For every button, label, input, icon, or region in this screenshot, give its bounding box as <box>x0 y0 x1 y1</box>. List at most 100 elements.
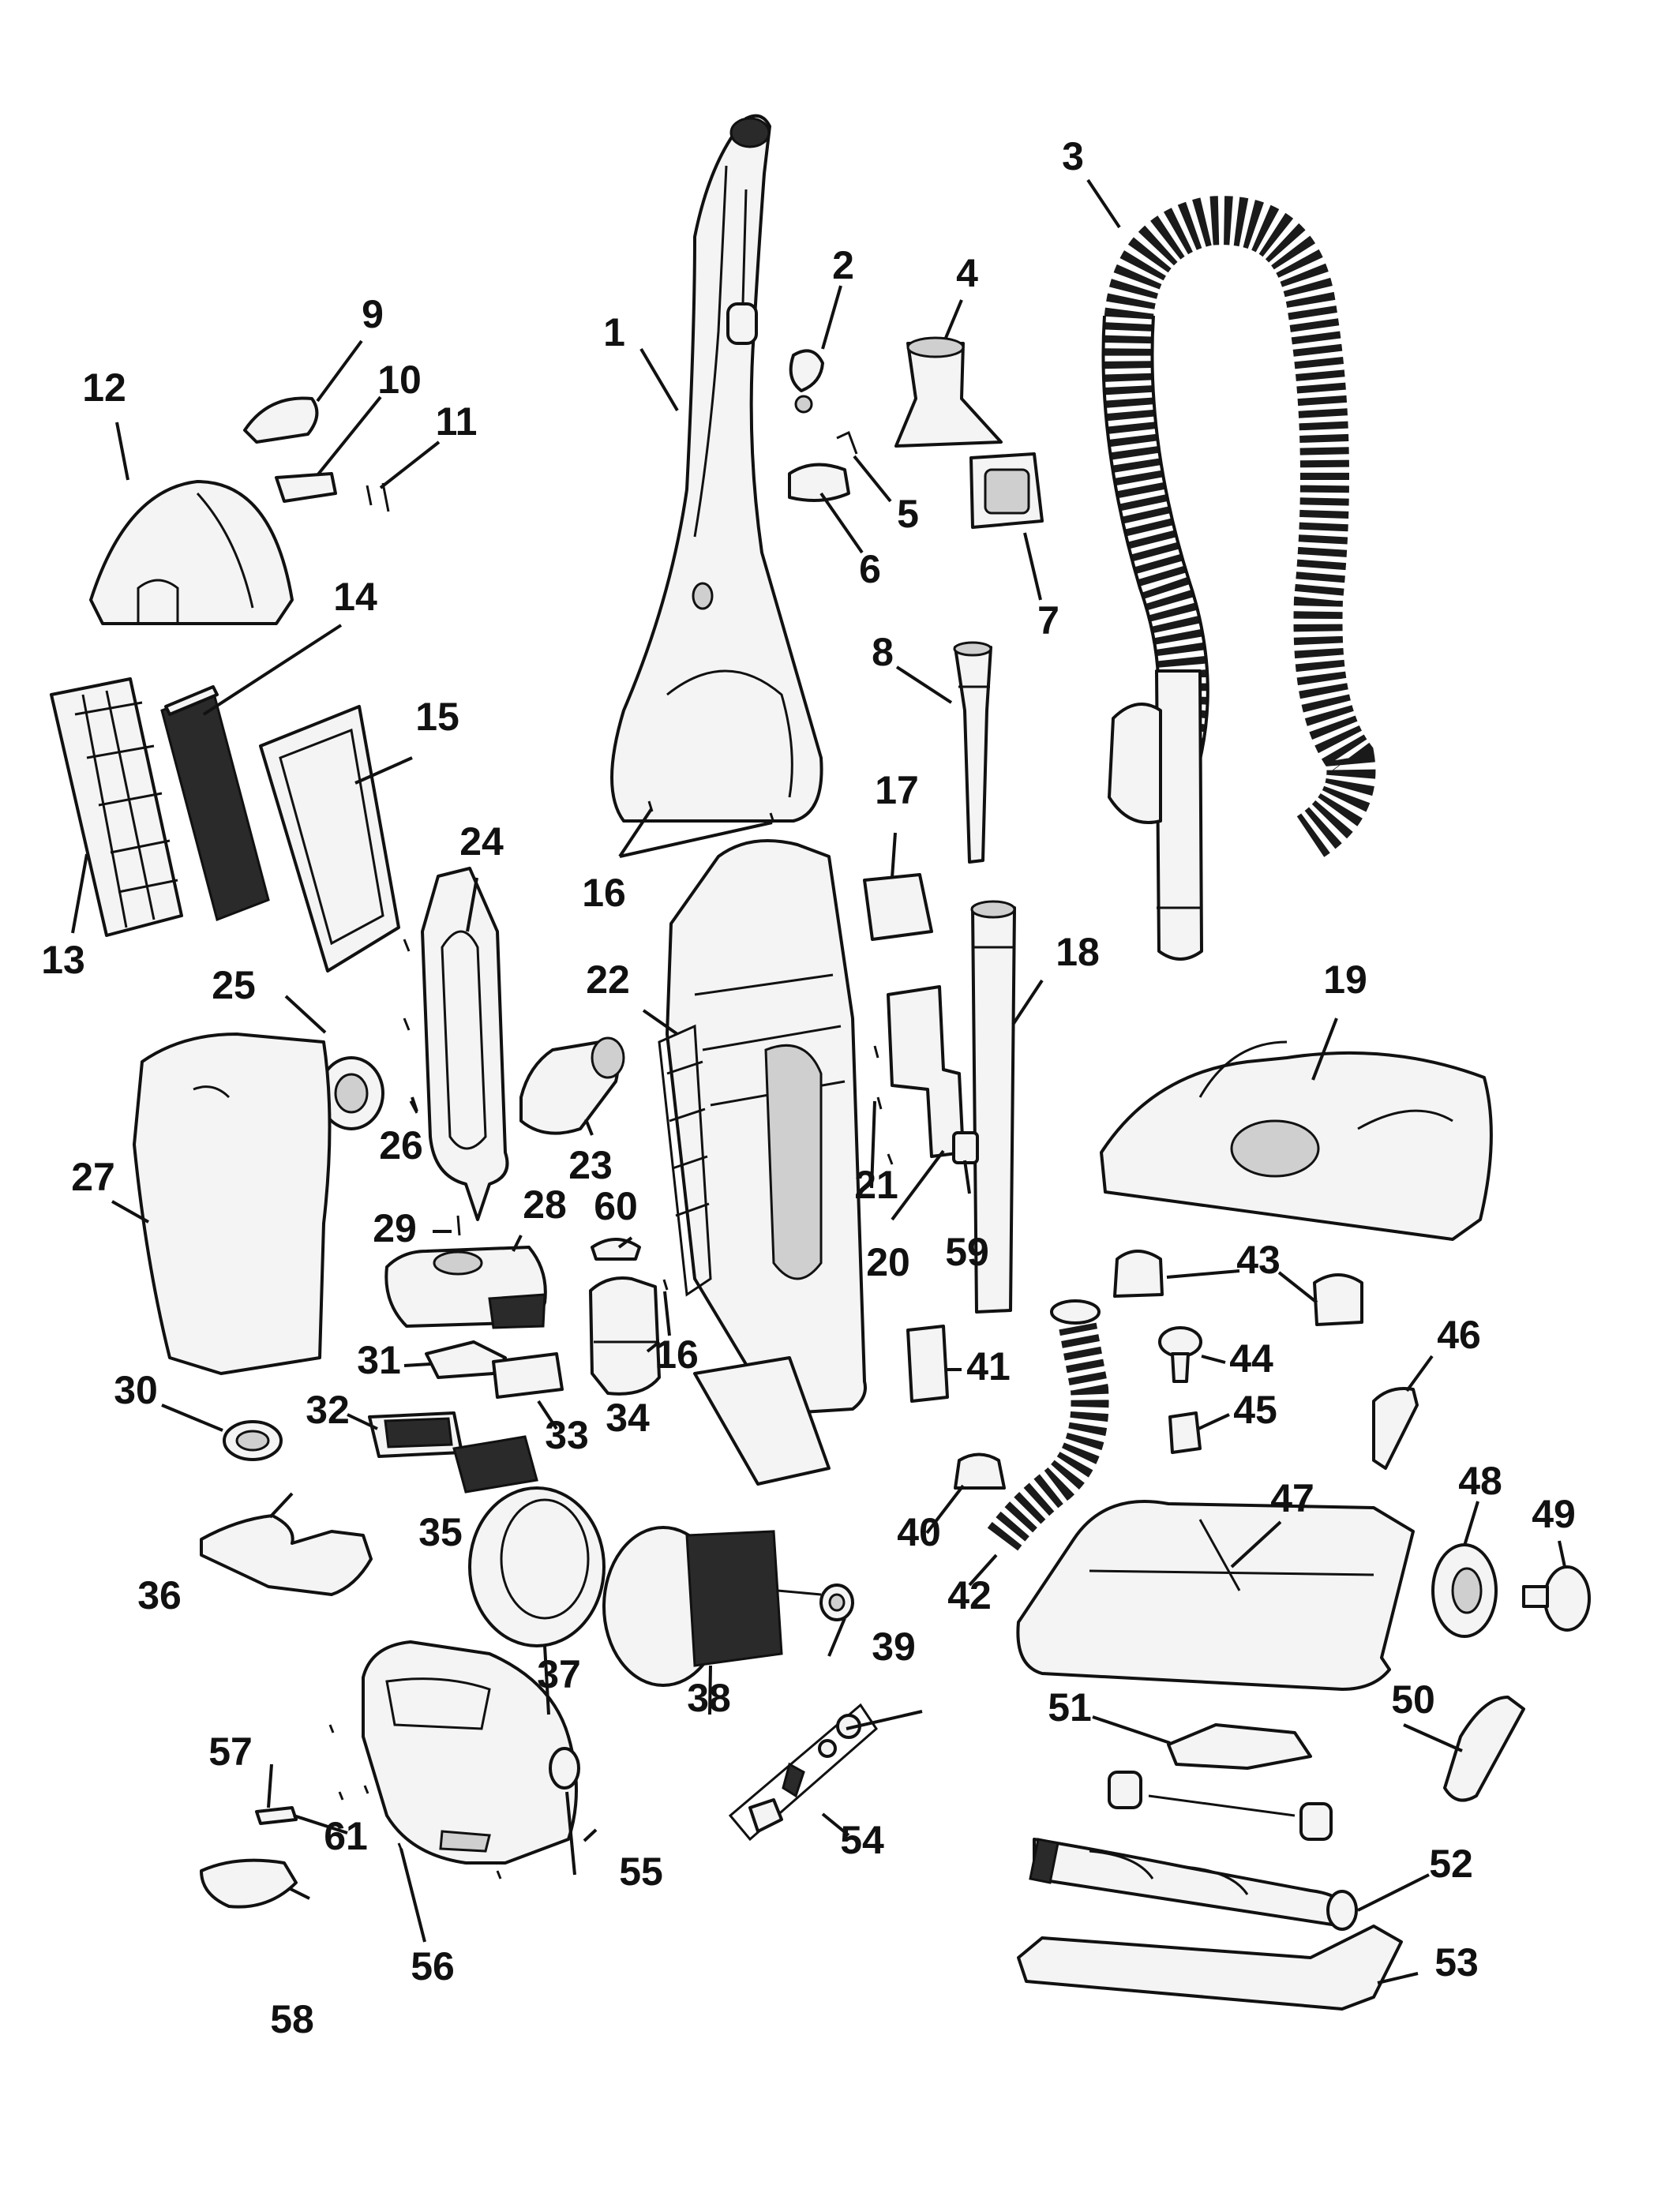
part-35-filter <box>452 1435 538 1494</box>
part-2-latch <box>789 349 824 414</box>
part-28-housing <box>384 1246 547 1329</box>
part-12-filter-cover <box>89 480 294 625</box>
callout-10: 10 <box>377 358 422 402</box>
part-37-motor-ring <box>468 1486 606 1647</box>
part-32-filter-tray <box>368 1411 463 1458</box>
callout-3: 3 <box>1062 134 1084 178</box>
callout-48: 48 <box>1458 1459 1502 1503</box>
callout-9: 9 <box>362 292 384 336</box>
part-57-bulb <box>255 1806 298 1825</box>
callout-20: 20 <box>866 1240 910 1284</box>
callout-25: 25 <box>212 963 256 1007</box>
callout-11: 11 <box>436 399 478 444</box>
callout-34: 34 <box>606 1396 650 1440</box>
callout-22: 22 <box>586 958 630 1002</box>
callout-19: 19 <box>1323 958 1367 1002</box>
part-41-adapter <box>906 1325 949 1403</box>
part-17-bracket <box>863 873 933 941</box>
callout-8: 8 <box>872 630 894 674</box>
callout-56: 56 <box>411 1944 455 1988</box>
callout-36: 36 <box>137 1573 182 1617</box>
callout-37: 37 <box>537 1652 581 1696</box>
part-20-bracket <box>887 985 965 1158</box>
part-7-cap <box>969 452 1044 529</box>
callout-32: 32 <box>306 1388 350 1432</box>
part-45-cam <box>1168 1411 1202 1454</box>
part-58-lens <box>200 1858 298 1909</box>
callout-52: 52 <box>1429 1842 1473 1886</box>
callout-59: 59 <box>945 1230 989 1274</box>
callout-13: 13 <box>41 938 85 982</box>
callout-51: 51 <box>1048 1685 1092 1730</box>
callout-numbers: 1 2 3 4 5 6 7 8 9 10 11 12 13 14 15 16 1… <box>41 134 1576 2041</box>
callout-50: 50 <box>1391 1677 1435 1722</box>
callout-35: 35 <box>418 1510 463 1554</box>
callout-6: 6 <box>859 547 881 591</box>
part-30-ring-seal <box>223 1420 283 1461</box>
part-50-belt <box>1443 1696 1525 1802</box>
part-27-dirt-cup <box>133 1033 332 1375</box>
callout-28: 28 <box>523 1182 567 1227</box>
part-4-adapter <box>894 336 1003 448</box>
callout-55: 55 <box>619 1850 663 1894</box>
callout-47: 47 <box>1270 1476 1314 1520</box>
part-18-wand <box>970 900 1016 1314</box>
part-43-clips <box>1113 1250 1363 1326</box>
part-15-filter <box>259 705 400 973</box>
part-14-hepa-filter <box>160 685 270 922</box>
part-36-plate <box>200 1514 373 1596</box>
callout-26: 26 <box>379 1123 423 1167</box>
callout-24: 24 <box>459 819 504 864</box>
callout-30: 30 <box>114 1368 158 1412</box>
callout-2: 2 <box>832 243 854 287</box>
part-38-motor <box>602 1526 822 1687</box>
callout-4: 4 <box>956 251 978 295</box>
callout-42: 42 <box>947 1573 992 1617</box>
callout-53: 53 <box>1434 1940 1479 1984</box>
callout-49: 49 <box>1532 1492 1576 1536</box>
callout-18: 18 <box>1056 930 1100 974</box>
callout-14: 14 <box>333 575 377 619</box>
part-56-screws <box>328 1724 502 1880</box>
part-9-button <box>243 396 319 444</box>
part-19-hood <box>1100 1040 1493 1241</box>
part-52-brushroll <box>1029 1838 1358 1931</box>
part-10-latch <box>275 472 337 503</box>
part-42-flex-hose <box>987 1299 1109 1551</box>
callout-45: 45 <box>1233 1388 1277 1432</box>
part-46-pedal <box>1372 1387 1419 1470</box>
part-25-seal <box>318 1056 384 1130</box>
callout-1: 1 <box>603 310 625 354</box>
part-54-switch-kit <box>728 1703 878 1842</box>
part-shapes <box>50 114 1591 2011</box>
part-22-body <box>658 839 867 1486</box>
callout-33: 33 <box>545 1413 589 1457</box>
callout-16: 16 <box>582 871 626 915</box>
part-51-holder <box>1108 1723 1333 1841</box>
part-60-bushing <box>591 1238 641 1261</box>
part-40-clip <box>954 1452 1006 1490</box>
part-1-handle <box>610 114 823 823</box>
part-11-spring <box>366 482 390 512</box>
callout-21: 21 <box>854 1163 898 1207</box>
callout-27: 27 <box>71 1155 115 1199</box>
callout-23: 23 <box>568 1143 613 1187</box>
callout-31: 31 <box>357 1338 401 1382</box>
callout-29: 29 <box>373 1206 417 1250</box>
part-53-bottom-plate <box>1017 1925 1403 2011</box>
callout-54: 54 <box>840 1818 884 1862</box>
part-24-duct <box>421 867 509 1221</box>
part-47-base <box>1016 1500 1415 1691</box>
callout-39: 39 <box>872 1625 916 1669</box>
part-34-canister <box>589 1276 661 1396</box>
callout-12: 12 <box>82 365 126 410</box>
part-23-inlet <box>519 1036 625 1135</box>
callout-61: 61 <box>324 1814 368 1858</box>
callout-43: 43 <box>1236 1238 1281 1282</box>
callout-40: 40 <box>897 1510 941 1554</box>
callout-60: 60 <box>594 1184 638 1228</box>
callout-15: 15 <box>415 695 459 739</box>
callout-17: 17 <box>875 768 919 812</box>
part-55-motor-housing <box>362 1640 580 1865</box>
